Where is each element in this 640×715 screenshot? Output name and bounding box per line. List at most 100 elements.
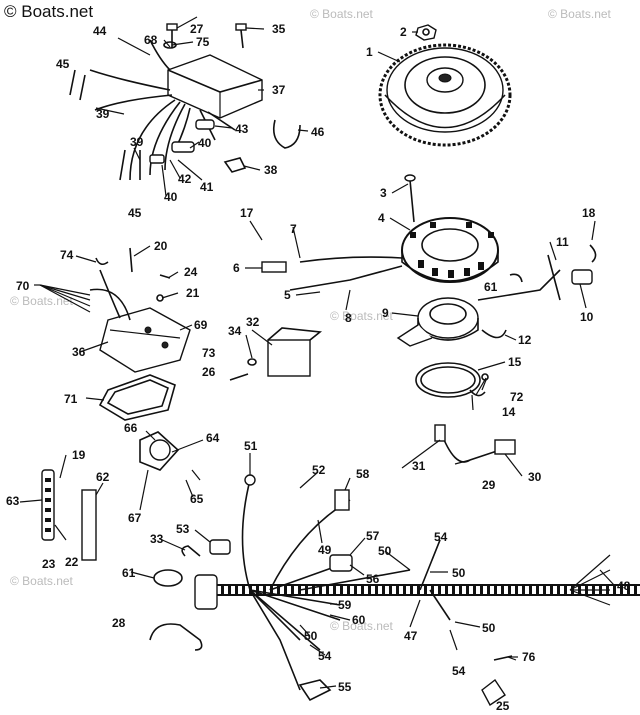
callout-66: 66 — [124, 421, 138, 435]
callout-18: 18 — [582, 206, 596, 220]
callout-50a: 50 — [378, 544, 392, 558]
callout-50c: 50 — [304, 629, 318, 643]
callout-38: 38 — [264, 163, 278, 177]
callout-11: 11 — [556, 235, 569, 249]
callout-48: 48 — [617, 579, 631, 593]
callout-62: 62 — [96, 470, 110, 484]
callout-30: 30 — [528, 470, 542, 484]
callout-75: 75 — [196, 35, 210, 49]
callout-74: 74 — [60, 248, 74, 262]
callout-28: 28 — [112, 616, 126, 630]
callout-14: 14 — [502, 405, 516, 419]
callout-6: 6 — [233, 261, 240, 275]
callout-63: 63 — [6, 494, 20, 508]
callout-51: 51 — [244, 439, 258, 453]
spark-plug-leads — [69, 69, 141, 181]
callout-33: 33 — [150, 532, 164, 546]
callout-19: 19 — [72, 448, 86, 462]
watermark-text: © Boats.net — [330, 619, 394, 633]
callout-34: 34 — [228, 324, 242, 338]
spark-plug-boots — [434, 424, 516, 463]
callout-58: 58 — [356, 467, 370, 481]
stator-leads — [261, 244, 597, 339]
callout-42: 42 — [178, 172, 192, 186]
callout-44: 44 — [93, 24, 107, 38]
clip-33 — [181, 545, 201, 557]
callout-73: 73 — [202, 346, 216, 360]
watermark-text: © Boats.net — [10, 574, 74, 588]
terminal-strip — [41, 469, 55, 541]
callout-12: 12 — [518, 333, 532, 347]
stator-screw — [404, 174, 416, 223]
watermark-text: © Boats.net — [10, 294, 74, 308]
callout-56: 56 — [366, 572, 380, 586]
callout-26: 26 — [202, 365, 216, 379]
callout-67: 67 — [128, 511, 142, 525]
ignition-coil — [267, 327, 323, 377]
callout-2: 2 — [400, 25, 407, 39]
callout-57: 57 — [366, 529, 380, 543]
callout-72: 72 — [510, 390, 524, 404]
brand-watermark: © Boats.net — [4, 2, 94, 21]
stator — [401, 217, 499, 283]
callout-40a: 40 — [164, 190, 178, 204]
callout-1: 1 — [366, 45, 373, 59]
callout-55: 55 — [338, 680, 352, 694]
watermarks: © Boats.net © Boats.net © Boats.net © Bo… — [10, 7, 612, 633]
callout-8: 8 — [345, 311, 352, 325]
callout-59: 59 — [338, 598, 352, 612]
callout-23: 23 — [42, 557, 56, 571]
callout-65: 65 — [190, 492, 204, 506]
timer-base — [396, 297, 479, 347]
clip-61 — [153, 569, 183, 587]
callout-52: 52 — [312, 463, 326, 477]
callout-39b: 39 — [130, 135, 144, 149]
callout-54a: 54 — [434, 530, 448, 544]
callout-45a: 45 — [56, 57, 70, 71]
callout-69: 69 — [194, 318, 208, 332]
callout-7: 7 — [290, 222, 297, 236]
callout-22: 22 — [65, 555, 79, 569]
callout-50b: 50 — [452, 566, 466, 580]
wiring-harness — [194, 474, 640, 702]
bracket-28 — [149, 623, 203, 651]
watermark-text: © Boats.net — [548, 7, 612, 21]
callout-43: 43 — [235, 122, 249, 136]
callout-15: 15 — [508, 355, 522, 369]
callout-64: 64 — [206, 431, 220, 445]
switch-box — [99, 307, 191, 373]
callout-5: 5 — [284, 288, 291, 302]
power-pack-wires — [89, 39, 236, 181]
connectors-40-43 — [149, 119, 215, 164]
switch-box-leads — [39, 269, 131, 321]
callout-54c: 54 — [318, 649, 332, 663]
callout-61b: 61 — [122, 566, 136, 580]
callout-21: 21 — [186, 286, 200, 300]
callout-71: 71 — [64, 392, 78, 406]
callout-49: 49 — [318, 543, 332, 557]
callout-labels: 1 2 3 4 5 6 7 8 9 10 11 12 14 15 17 18 1… — [6, 22, 631, 713]
callout-20: 20 — [154, 239, 168, 253]
clamp-25 — [481, 655, 513, 707]
flywheel-nut — [415, 24, 437, 41]
callout-27: 27 — [190, 22, 204, 36]
callout-76: 76 — [522, 650, 536, 664]
callout-41: 41 — [200, 180, 214, 194]
callout-46: 46 — [311, 125, 325, 139]
clip-38 — [223, 157, 247, 173]
callout-17: 17 — [240, 206, 254, 220]
callout-61a: 61 — [484, 280, 498, 294]
callout-35: 35 — [272, 22, 286, 36]
rectifier-plate — [139, 431, 201, 481]
callout-70: 70 — [16, 279, 30, 293]
callout-31: 31 — [412, 459, 426, 473]
callout-10: 10 — [580, 310, 594, 324]
leader-lines — [19, 16, 615, 689]
retainer-ring — [415, 362, 481, 398]
watermark-text: © Boats.net — [330, 309, 394, 323]
callout-47: 47 — [404, 629, 418, 643]
callout-29: 29 — [482, 478, 496, 492]
callout-40b: 40 — [198, 136, 212, 150]
callout-68: 68 — [144, 33, 158, 47]
